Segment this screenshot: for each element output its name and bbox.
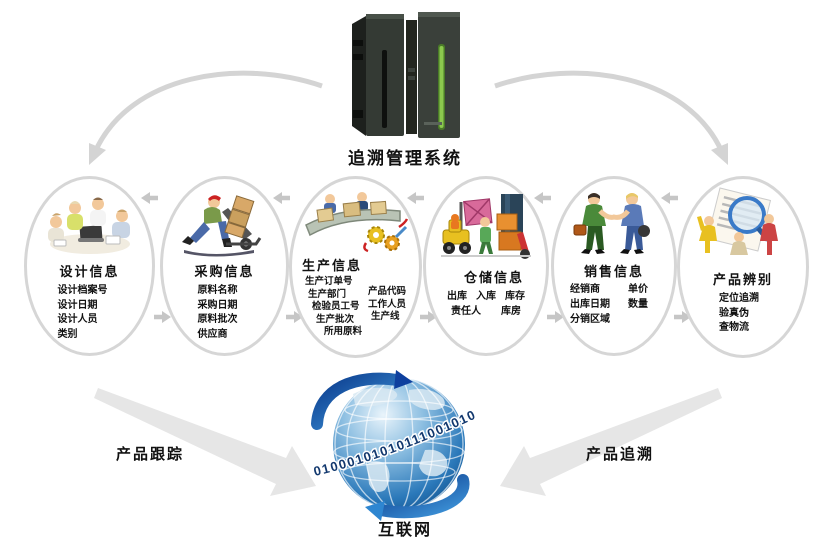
small-left-arrow	[141, 192, 158, 204]
node-detail: 出库	[447, 291, 467, 302]
node-detail: 库存	[505, 291, 525, 302]
node-design-info: 设计信息 设计档案号 设计日期 设计人员 类别	[24, 176, 155, 356]
node-detail: 采购日期	[197, 299, 238, 311]
forklift-warehouse-icon	[439, 190, 533, 264]
node-detail: 生产部门	[307, 288, 346, 300]
node-warehouse-info: 仓储信息 出库 入库 库存 责任人 库房	[423, 176, 549, 356]
node-detail: 检验员工号	[311, 301, 360, 313]
big-arrow-product-tracking	[94, 388, 316, 496]
node-sales-info: 销售信息 经销商 单价 出库日期 数量 分销区域	[551, 176, 677, 356]
internet-label: 互联网	[377, 522, 432, 539]
node-detail: 数量	[628, 299, 648, 310]
node-detail: 工作人员	[368, 298, 407, 310]
node-detail: 供应商	[197, 328, 228, 340]
small-left-arrow	[407, 192, 424, 204]
small-left-arrow	[534, 192, 551, 204]
curve-arrow-to-design	[89, 70, 323, 165]
node-procurement-info: 采购信息 原料名称 采购日期 原料批次 供应商	[160, 176, 289, 356]
big-arrow-product-tracing	[500, 388, 722, 496]
node-detail: 查物流	[719, 322, 749, 333]
server-label: 追溯管理系统	[348, 149, 462, 168]
node-detail: 单价	[628, 284, 648, 295]
node-detail: 产品代码	[368, 286, 407, 297]
node-detail: 设计档案号	[57, 285, 108, 296]
node-detail: 生产订单号	[304, 276, 353, 287]
globe-swoosh-arrows	[311, 370, 470, 521]
node-detail: 设计日期	[57, 299, 98, 311]
design-team-icon	[42, 190, 138, 258]
node-title: 仓储信息	[463, 270, 524, 285]
hand-truck-icon	[180, 190, 270, 258]
node-detail: 出库日期	[570, 299, 610, 310]
node-title: 销售信息	[583, 264, 644, 279]
node-detail: 定位追溯	[719, 293, 759, 304]
node-detail: 设计人员	[57, 314, 98, 325]
node-title: 采购信息	[194, 264, 255, 279]
node-detail: 经销商	[570, 284, 600, 295]
node-title: 设计信息	[59, 264, 120, 279]
node-detail: 验真伪	[719, 307, 749, 319]
node-detail: 生产线	[371, 311, 400, 323]
node-production-info: 生产信息 生产订单号 生产部门 检验员工号 生产批次 所用原料 产品代码 工作人…	[289, 176, 422, 358]
node-detail: 类别	[57, 328, 78, 340]
node-title: 生产信息	[302, 258, 363, 273]
globe-icon: 01000101010111001010	[311, 370, 479, 521]
product-tracking-label: 产品跟踪	[116, 446, 185, 463]
handshake-icon	[570, 190, 658, 258]
small-left-arrow	[661, 192, 678, 204]
node-detail: 分销区域	[570, 314, 610, 325]
small-left-arrow	[273, 192, 290, 204]
node-detail: 责任人	[451, 305, 481, 317]
node-detail: 原料批次	[197, 314, 238, 325]
node-detail: 原料名称	[197, 285, 238, 296]
conveyor-gears-icon	[304, 190, 408, 253]
curve-arrow-to-identify	[494, 70, 728, 165]
node-product-identify: 产品辨别 定位追溯 验真伪 查物流	[677, 176, 809, 358]
node-detail: 库房	[501, 305, 521, 317]
server-tower-icon	[352, 12, 460, 138]
node-detail: 入库	[476, 291, 496, 302]
product-tracing-label: 产品追溯	[586, 446, 655, 463]
node-detail: 所用原料	[323, 326, 362, 338]
node-detail: 生产批次	[315, 313, 354, 325]
magnifier-document-icon	[695, 187, 791, 266]
node-title: 产品辨别	[712, 272, 773, 287]
